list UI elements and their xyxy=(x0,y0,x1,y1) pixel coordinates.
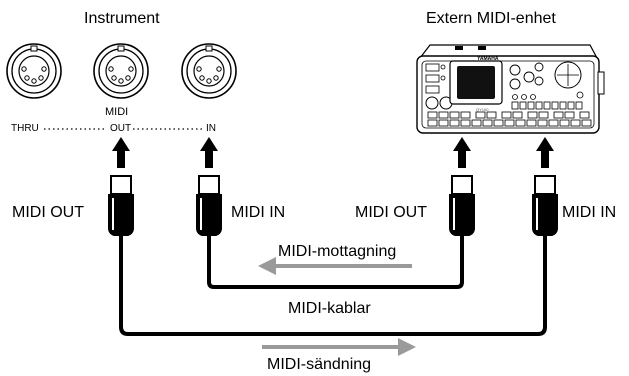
midi-in-left-label: MIDI IN xyxy=(231,204,286,221)
midi-cables-label: MIDI-kablar xyxy=(288,300,371,317)
device-title: Extern MIDI-enhet xyxy=(426,10,556,27)
external-midi-device: YAMAHA QY100 xyxy=(416,44,605,134)
midi-transmit-label: MIDI-sändning xyxy=(267,356,372,373)
plug-midi-out-device xyxy=(448,175,476,237)
port-out-label: OUT xyxy=(110,123,132,134)
plug-midi-in-instrument xyxy=(195,175,223,237)
port-in-label: IN xyxy=(206,123,216,134)
midi-receive-label: MIDI-mottagning xyxy=(278,243,397,260)
receive-arrow xyxy=(258,257,412,275)
midi-in-right-label: MIDI IN xyxy=(562,204,617,221)
midi-out-right-label: MIDI OUT xyxy=(355,204,427,221)
transmit-arrow xyxy=(262,338,416,356)
midi-out-left-label: MIDI OUT xyxy=(12,204,84,221)
midi-heading: MIDI xyxy=(105,106,129,118)
plug-midi-in-device xyxy=(531,175,559,237)
port-thru-label: THRU xyxy=(11,123,39,134)
plug-midi-out-instrument xyxy=(107,175,135,237)
svg-text:QY100: QY100 xyxy=(476,107,489,112)
cable-receive xyxy=(207,230,464,289)
insert-arrows xyxy=(112,137,554,168)
midi-out-socket xyxy=(93,43,149,99)
instrument-title: Instrument xyxy=(84,10,160,27)
device-logo: YAMAHA xyxy=(477,56,499,62)
midi-in-socket xyxy=(181,43,237,99)
cable-transmit xyxy=(119,230,547,336)
midi-thru-socket xyxy=(6,43,62,99)
